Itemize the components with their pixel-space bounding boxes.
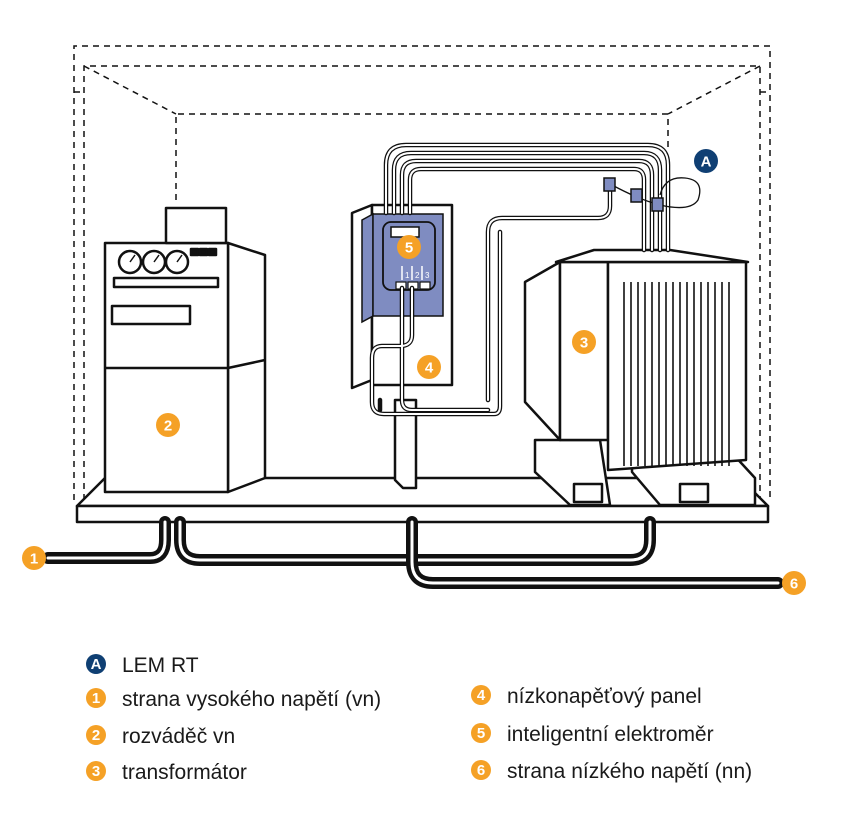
meter-terminals <box>401 266 423 280</box>
svg-text:1: 1 <box>92 690 100 707</box>
svg-text:5: 5 <box>477 725 485 742</box>
legend-item-lv-side: 6 strana nízkého napětí (nn) <box>471 760 752 783</box>
underground-cables <box>42 516 784 589</box>
meter-phase-label: 1 <box>405 271 410 280</box>
legend-item-lem-rt: A LEM RT <box>86 654 199 677</box>
smart-meter: 1 2 3 <box>361 212 444 324</box>
marker-3: 3 <box>572 330 596 354</box>
marker-5: 5 <box>397 235 421 259</box>
svg-text:1: 1 <box>30 551 38 568</box>
svg-text:5: 5 <box>405 240 413 257</box>
marker-1: 1 <box>22 546 46 570</box>
svg-text:transformátor: transformátor <box>122 761 247 784</box>
svg-text:6: 6 <box>790 576 798 593</box>
lem-rt-sensors <box>603 177 701 212</box>
svg-text:4: 4 <box>477 687 486 704</box>
marker-a: A <box>694 149 718 173</box>
svg-text:3: 3 <box>92 763 100 780</box>
marker-6: 6 <box>782 571 806 595</box>
legend-item-hv-switchgear: 2 rozváděč vn <box>86 725 235 748</box>
svg-text:nízkonapěťový panel: nízkonapěťový panel <box>507 685 702 708</box>
svg-text:A: A <box>701 154 712 171</box>
svg-text:3: 3 <box>580 335 588 352</box>
meter-phase-label: 2 <box>415 271 420 280</box>
building-outline <box>73 45 771 500</box>
svg-text:strana vysokého napětí (vn): strana vysokého napětí (vn) <box>122 688 381 711</box>
hv-switchgear <box>103 206 267 494</box>
marker-2: 2 <box>156 413 180 437</box>
svg-text:2: 2 <box>92 727 100 744</box>
gauge-dials <box>117 249 190 275</box>
meter-phase-label: 3 <box>425 271 430 280</box>
svg-text:A: A <box>91 656 102 673</box>
busbars <box>369 142 671 417</box>
svg-text:strana nízkého napětí (nn): strana nízkého napětí (nn) <box>507 760 752 783</box>
legend-item-smart-meter: 5 inteligentní elektroměr <box>471 723 714 746</box>
svg-text:6: 6 <box>477 762 485 779</box>
svg-text:rozváděč vn: rozváděč vn <box>122 725 235 748</box>
legend-item-hv-side: 1 strana vysokého napětí (vn) <box>86 688 381 711</box>
legend-item-lv-panel: 4 nízkonapěťový panel <box>471 685 702 708</box>
svg-text:inteligentní elektroměr: inteligentní elektroměr <box>507 723 714 746</box>
cooling-fins <box>623 282 730 466</box>
marker-4: 4 <box>417 355 441 379</box>
legend-item-transformer: 3 transformátor <box>86 761 247 784</box>
legend: A LEM RT 1 strana vysokého napětí (vn) 2… <box>86 654 752 784</box>
svg-text:4: 4 <box>425 360 434 377</box>
svg-text:2: 2 <box>164 418 172 435</box>
transformer <box>523 248 757 507</box>
svg-text:LEM RT: LEM RT <box>122 654 199 677</box>
